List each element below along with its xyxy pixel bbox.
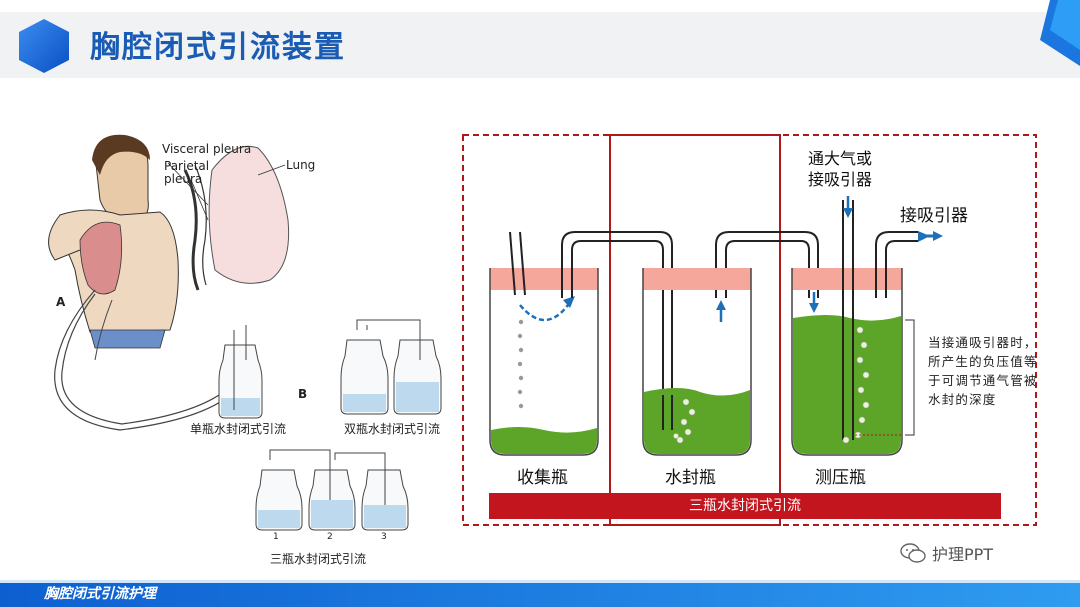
water-seal-bottle — [642, 268, 752, 456]
parietal-pleura-label: Parietal pleura — [164, 159, 210, 186]
header-bar — [0, 12, 1080, 78]
patient-illustration — [48, 134, 231, 431]
lung-illustration — [167, 145, 290, 291]
suction-label: 接吸引器 — [900, 206, 968, 226]
hexagon-logo-icon — [19, 19, 69, 73]
outer-dashed-frame — [462, 134, 1037, 526]
double-bottle-drawing — [340, 319, 442, 415]
collection-bottle — [489, 231, 599, 456]
footer-title: 胸腔闭式引流护理 — [44, 586, 156, 602]
lung-label: Lung — [286, 158, 316, 172]
three-bottle-banner: 三瓶水封闭式引流 — [489, 493, 1001, 519]
double-bottle-caption: 双瓶水封闭式引流 — [344, 422, 441, 436]
visceral-pleura-label: Visceral pleura — [162, 142, 252, 156]
figure-a-label: A — [56, 295, 66, 309]
pressure-note: 当接通吸引器时，所产生的负压值等于可调节通气管被水封的深度 — [928, 335, 1038, 407]
figure-b-label: B — [298, 387, 308, 401]
bottle-number-2: 2 — [327, 532, 333, 542]
footer-bar — [0, 583, 1080, 607]
footer-divider — [0, 580, 1080, 583]
watermark: 护理PPT — [900, 541, 993, 565]
triple-bottle-caption: 三瓶水封闭式引流 — [270, 552, 367, 566]
water-seal-bottle-label: 水封瓶 — [665, 468, 716, 488]
watermark-text: 护理PPT — [932, 545, 994, 564]
corner-decoration — [1040, 0, 1080, 66]
bottle-number-1: 1 — [273, 532, 279, 542]
collection-bottle-label: 收集瓶 — [517, 468, 568, 488]
triple-bottle-drawing — [255, 449, 409, 531]
wechat-icon — [900, 543, 926, 563]
pressure-bottle — [791, 196, 943, 456]
single-bottle-drawing — [218, 325, 263, 419]
single-bottle-caption: 单瓶水封闭式引流 — [190, 422, 287, 436]
atmosphere-label: 通大气或 接吸引器 — [808, 149, 873, 189]
page-title: 胸腔闭式引流装置 — [90, 30, 346, 65]
bottle-number-3: 3 — [381, 532, 387, 542]
pressure-bottle-label: 测压瓶 — [815, 468, 866, 488]
